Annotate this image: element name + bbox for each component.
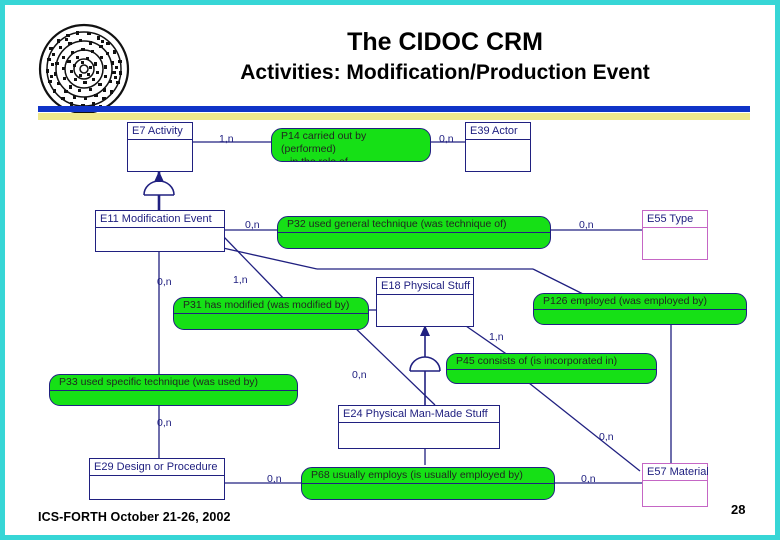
- entity-label: E24 Physical Man-Made Stuff: [339, 406, 499, 423]
- page-number: 28: [731, 502, 746, 517]
- property-label: P31 has modified (was modified by): [174, 298, 368, 314]
- property-label-line1: P14 carried out by (performed): [281, 130, 367, 155]
- property-label: P33 used specific technique (was used by…: [50, 375, 297, 391]
- entity-e55-type[interactable]: E55 Type: [642, 210, 708, 260]
- cardinality-e29-p68: 0,n: [267, 473, 282, 485]
- property-p68[interactable]: P68 usually employs (is usually employed…: [301, 467, 555, 500]
- entity-label: E29 Design or Procedure: [90, 459, 224, 476]
- property-p45[interactable]: P45 consists of (is incorporated in): [446, 353, 657, 384]
- property-p126[interactable]: P126 employed (was employed by): [533, 293, 747, 325]
- page-subtitle: Activities: Modification/Production Even…: [240, 61, 650, 84]
- title-block: The CIDOC CRM Activities: Modification/P…: [145, 27, 745, 86]
- property-label: P68 usually employs (is usually employed…: [302, 468, 554, 484]
- entity-label: E11 Modification Event: [96, 211, 224, 228]
- cardinality-p32-e55: 0,n: [579, 219, 594, 231]
- isa-arrow-e7: [154, 171, 164, 182]
- entity-e57-material[interactable]: E57 Material: [642, 463, 709, 507]
- cardinality-e11-p32: 0,n: [245, 219, 260, 231]
- isa-arrow-e18: [420, 325, 430, 336]
- entity-label: E57 Material: [643, 464, 709, 481]
- cardinality-e18-p45: 1,n: [489, 331, 504, 343]
- entity-e24-physical-man-made-stuff[interactable]: E24 Physical Man-Made Stuff: [338, 405, 500, 449]
- entity-e11-modification-event[interactable]: E11 Modification Event: [95, 210, 225, 252]
- footer-text: ICS-FORTH October 21-26, 2002: [38, 510, 231, 524]
- entity-label: E39 Actor: [466, 123, 530, 140]
- divider-bar-blue: [38, 106, 750, 112]
- phaistos-disc-logo: [35, 23, 133, 115]
- entity-label: E55 Type: [643, 211, 707, 228]
- property-p33[interactable]: P33 used specific technique (was used by…: [49, 374, 298, 406]
- property-label: P126 employed (was employed by): [534, 294, 746, 310]
- property-p32[interactable]: P32 used general technique (was techniqu…: [277, 216, 551, 249]
- entity-e7-activity[interactable]: E7 Activity: [127, 122, 193, 172]
- entity-e29-design-or-procedure[interactable]: E29 Design or Procedure: [89, 458, 225, 500]
- diagram-canvas: E7 Activity E39 Actor E11 Modification E…: [5, 5, 775, 535]
- property-p31[interactable]: P31 has modified (was modified by): [173, 297, 369, 330]
- entity-e18-physical-stuff[interactable]: E18 Physical Stuff: [376, 277, 474, 327]
- entity-label: E7 Activity: [128, 123, 192, 140]
- divider-bar-yellow: [38, 113, 750, 120]
- cardinality-p68-e57: 0,n: [581, 473, 596, 485]
- property-p14[interactable]: P14 carried out by (performed) in the ro…: [271, 128, 431, 162]
- property-label-line2: in the role of: [290, 156, 348, 162]
- entity-e39-actor[interactable]: E39 Actor: [465, 122, 531, 172]
- page-title: The CIDOC CRM: [347, 28, 543, 56]
- cardinality-e11-p31: 1,n: [233, 274, 248, 286]
- cardinality-p14-e39: 0,n: [439, 133, 454, 145]
- property-label: P45 consists of (is incorporated in): [447, 354, 656, 370]
- cardinality-p45-e57: 0,n: [599, 431, 614, 443]
- cardinality-e7-p14: 1,n: [219, 133, 234, 145]
- connector-lines: [143, 141, 672, 484]
- property-label: P32 used general technique (was techniqu…: [278, 217, 550, 233]
- cardinality-e11-p33: 0,n: [157, 276, 172, 288]
- cardinality-p33-e29: 0,n: [157, 417, 172, 429]
- cardinality-p31-e24: 0,n: [352, 369, 367, 381]
- entity-label: E18 Physical Stuff: [377, 278, 473, 295]
